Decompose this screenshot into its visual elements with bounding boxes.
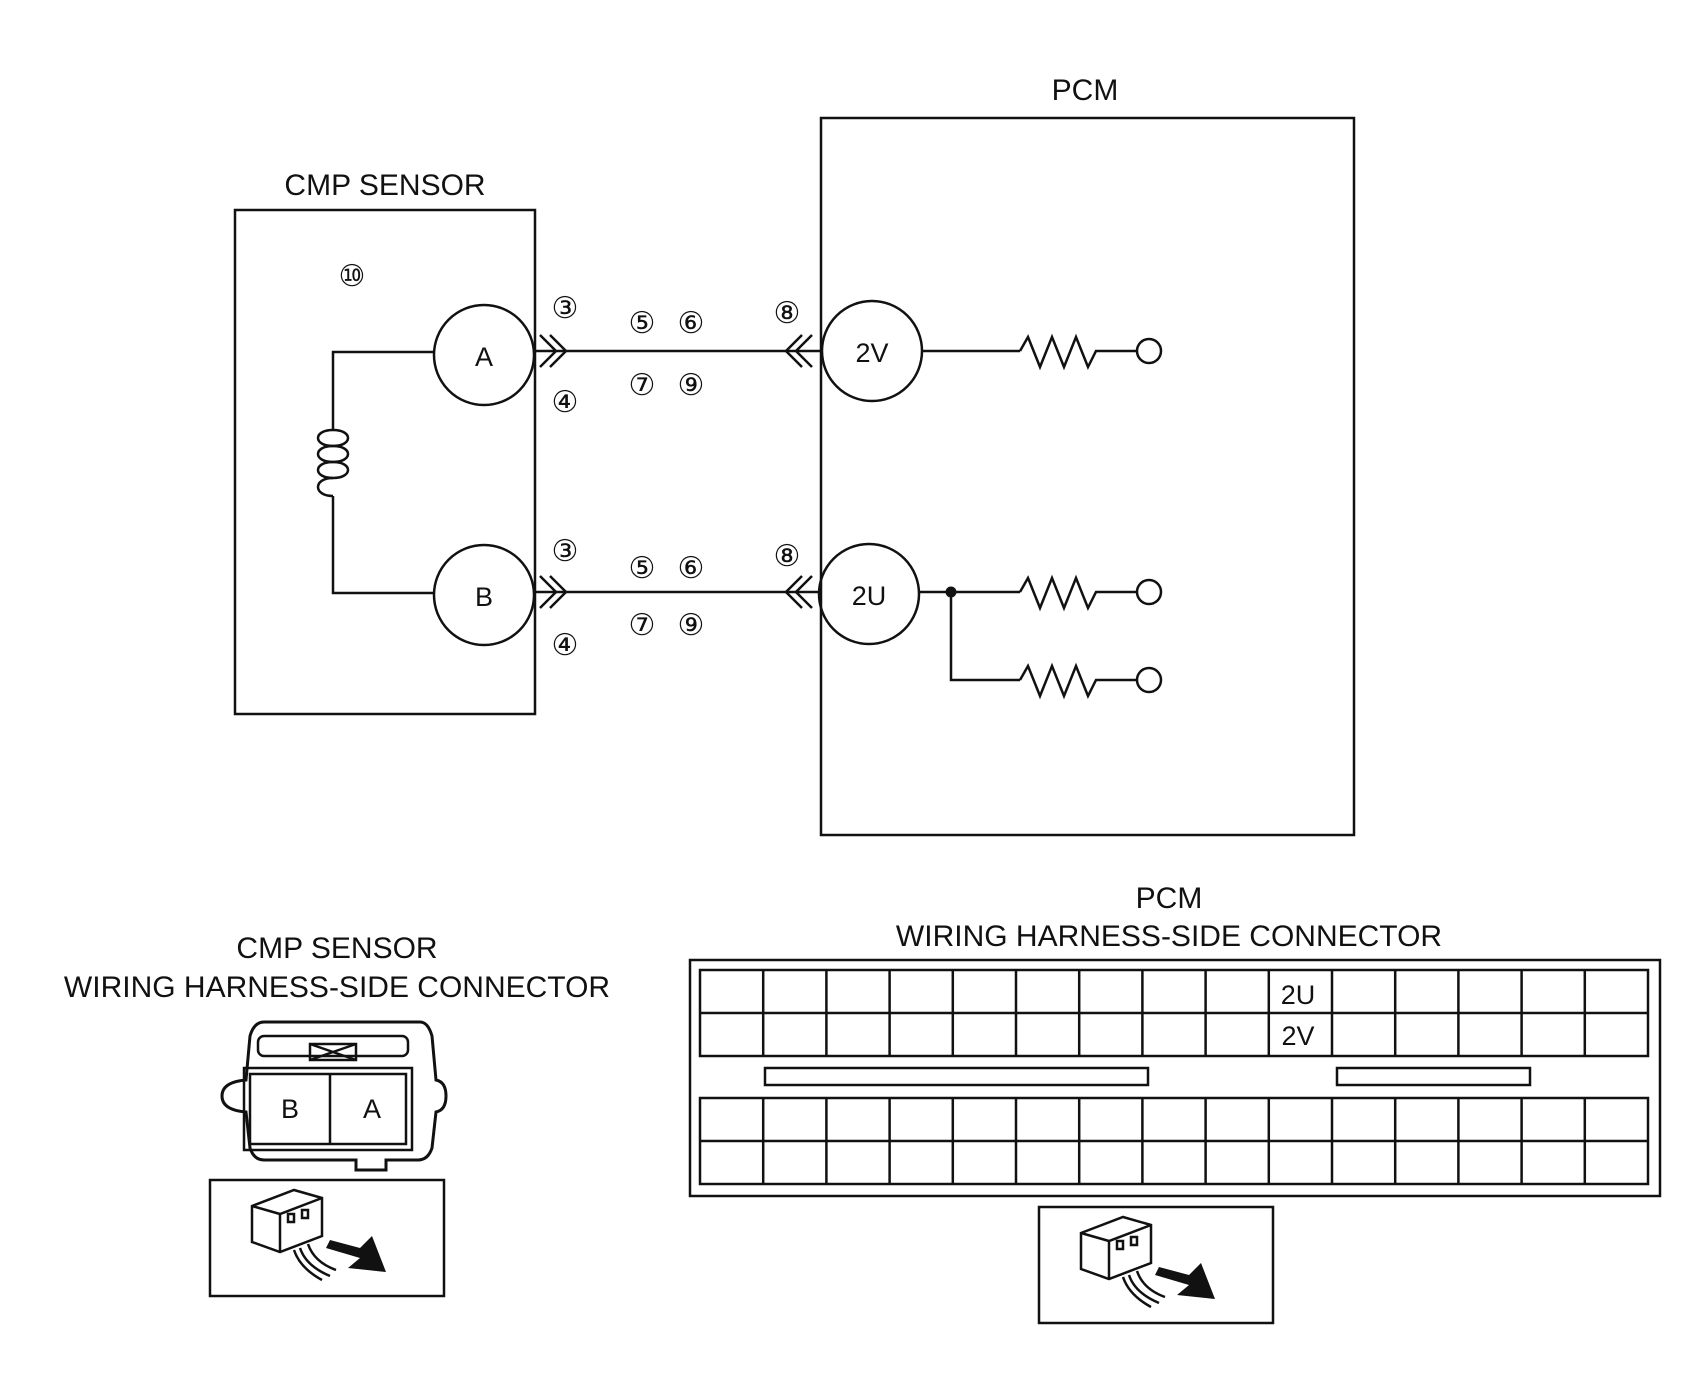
terminal-2u bbox=[817, 542, 921, 646]
callout-3-upper: ③ bbox=[552, 292, 579, 325]
callout-6-upper: ⑥ bbox=[678, 307, 705, 340]
terminal-b-label: B bbox=[475, 582, 493, 612]
terminal-2v-label: 2V bbox=[855, 338, 888, 368]
callout-5-lower: ⑤ bbox=[629, 552, 656, 585]
connector-view-icon bbox=[208, 1178, 446, 1298]
callout-7-lower: ⑦ bbox=[629, 609, 656, 642]
cmp-connector-title-line2: WIRING HARNESS-SIDE CONNECTOR bbox=[64, 971, 610, 1004]
callout-6-lower: ⑥ bbox=[678, 552, 705, 585]
terminal-node-icon bbox=[1135, 666, 1163, 694]
cmp-connector-face: B A bbox=[220, 1020, 448, 1172]
cmp-pin-a: A bbox=[363, 1094, 381, 1124]
connector-view-icon bbox=[1037, 1205, 1275, 1325]
callout-4-lower: ④ bbox=[552, 629, 579, 662]
pcm-title: PCM bbox=[1052, 74, 1119, 107]
pcm-box bbox=[819, 116, 1356, 837]
pcm-pin-2v: 2V bbox=[1281, 1021, 1314, 1051]
terminal-2u-label: 2U bbox=[852, 581, 887, 611]
callout-9-lower: ⑨ bbox=[678, 609, 705, 642]
cmp-sensor-box bbox=[233, 208, 537, 716]
callout-5-upper: ⑤ bbox=[629, 307, 656, 340]
callout-7-upper: ⑦ bbox=[629, 369, 656, 402]
terminal-node-icon bbox=[1135, 337, 1163, 365]
pcm-pin-2u: 2U bbox=[1281, 980, 1316, 1010]
pcm-resistor-2u bbox=[919, 574, 1163, 700]
callout-3-lower: ③ bbox=[552, 535, 579, 568]
cmp-sensor-title: CMP SENSOR bbox=[284, 169, 485, 202]
callout-8-lower: ⑧ bbox=[774, 540, 801, 573]
coil-icon bbox=[316, 350, 434, 595]
terminal-b bbox=[432, 543, 536, 647]
pcm-connector-title-line2: WIRING HARNESS-SIDE CONNECTOR bbox=[896, 920, 1442, 953]
terminal-a-label: A bbox=[475, 342, 493, 372]
terminal-a bbox=[432, 303, 536, 407]
pcm-resistor-2v bbox=[922, 333, 1163, 371]
pcm-connector-face: 2U 2V bbox=[688, 958, 1662, 1198]
wire-a-2v bbox=[534, 334, 822, 368]
cmp-pin-b: B bbox=[281, 1094, 299, 1124]
callout-9-upper: ⑨ bbox=[678, 369, 705, 402]
callout-10: ⑩ bbox=[339, 260, 366, 293]
cmp-connector-title-line1: CMP SENSOR bbox=[236, 932, 437, 965]
terminal-node-icon bbox=[1135, 578, 1163, 606]
wire-b-2u bbox=[534, 575, 819, 609]
callout-4-upper: ④ bbox=[552, 386, 579, 419]
pcm-connector-title-line1: PCM bbox=[1136, 882, 1203, 915]
callout-8-upper: ⑧ bbox=[774, 297, 801, 330]
